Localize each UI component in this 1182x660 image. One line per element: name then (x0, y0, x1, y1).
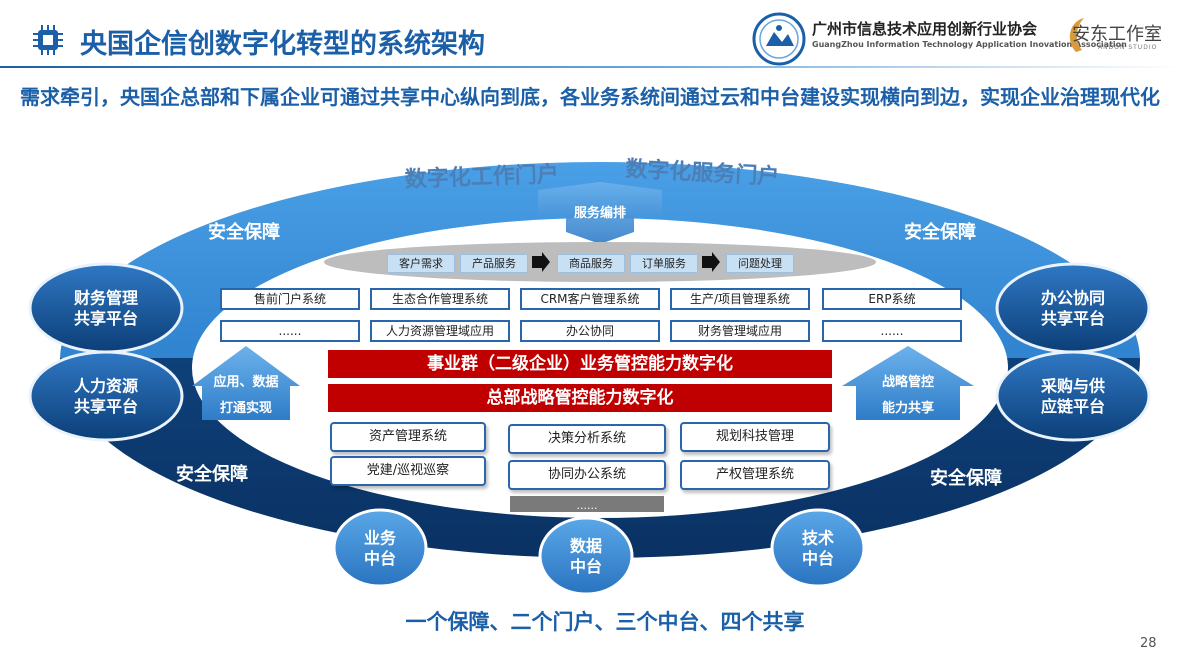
work-portal-label: 数字化工作门户 (404, 161, 559, 192)
security-label-top-left: 安全保障 (208, 221, 280, 243)
hq-collab-office: 协同办公系统 (508, 460, 666, 490)
hq-asset-management: 资产管理系统 (330, 422, 486, 452)
service-orchestration-label: 服务编排 (574, 205, 626, 221)
middle-platform-0: 业务中台 (364, 528, 397, 568)
studio-name-en: ANDON STUDIO (1098, 44, 1158, 51)
hq-more-label: ...... (577, 499, 598, 512)
system-office-collab: 办公协同 (520, 320, 660, 342)
system-production-project: 生产/项目管理系统 (670, 288, 810, 310)
left-arrow-line2: 打通实现 (220, 400, 272, 416)
association-name: 广州市信息技术应用创新行业协会 (812, 20, 1038, 38)
hq-strategy-capability-bar: 总部战略管控能力数字化 (328, 384, 832, 412)
hq-decision-analysis: 决策分析系统 (508, 424, 666, 454)
system-more-left: ...... (220, 320, 360, 342)
hq-party-inspection: 党建/巡视巡察 (330, 456, 486, 486)
association-name-en: GuangZhou Information Technology Applica… (812, 40, 1127, 49)
flow-arrows (532, 252, 720, 272)
system-ecosystem-partnership: 生态合作管理系统 (370, 288, 510, 310)
sharing-platform-right-0: 办公协同共享平台 (1041, 288, 1105, 328)
system-crm: CRM客户管理系统 (520, 288, 660, 310)
service-orchestration-arrow (538, 182, 662, 244)
studio-logo-icon (1069, 18, 1084, 52)
slogan: 一个保障、二个门户、三个中台、四个共享 (405, 610, 805, 634)
sharing-bubbles (28, 262, 1151, 442)
header-divider (0, 66, 1182, 68)
subtitle: 需求牵引，央国企总部和下属企业可通过共享中心纵向到底，各业务系统间通过云和中台建… (20, 85, 1160, 109)
business-group-capability-bar: 事业群（二级企业）业务管控能力数字化 (328, 350, 832, 378)
left-up-arrow (192, 346, 300, 420)
flow-step-product-service: 产品服务 (460, 254, 528, 273)
system-presales-portal: 售前门户系统 (220, 288, 360, 310)
right-up-arrow (842, 346, 974, 420)
chip-icon (33, 25, 63, 55)
middle-platform-2: 技术中台 (802, 528, 834, 568)
flow-step-goods-service: 商品服务 (557, 254, 625, 273)
system-hr-domain: 人力资源管理域应用 (370, 320, 510, 342)
middle-platform-1: 数据中台 (570, 536, 602, 576)
sharing-platform-right-1: 采购与供应链平台 (1040, 376, 1105, 416)
flow-step-customer-demand: 客户需求 (387, 254, 455, 273)
middle-platform-circles (332, 508, 866, 596)
sharing-platform-left-1: 人力资源共享平台 (74, 376, 138, 416)
security-label-top-right: 安全保障 (904, 221, 976, 243)
system-more-right: ...... (822, 320, 962, 342)
hq-property-rights: 产权管理系统 (680, 460, 830, 490)
flow-step-order-service: 订单服务 (630, 254, 698, 273)
sharing-platform-left-0: 财务管理共享平台 (73, 288, 138, 328)
flow-step-issue-handling: 问题处理 (726, 254, 794, 273)
hq-more-bar (510, 496, 664, 512)
security-label-bottom-left: 安全保障 (176, 463, 248, 485)
system-finance-domain: 财务管理域应用 (670, 320, 810, 342)
association-logo-icon (752, 12, 806, 66)
left-arrow-line1: 应用、数据 (213, 374, 278, 390)
studio-name: 安东工作室 (1072, 24, 1162, 45)
page-title: 央国企信创数字化转型的系统架构 (80, 29, 485, 60)
system-erp: ERP系统 (822, 288, 962, 310)
right-arrow-line2: 能力共享 (882, 400, 934, 416)
hq-planning-tech: 规划科技管理 (680, 422, 830, 452)
security-label-bottom-right: 安全保障 (930, 467, 1002, 489)
right-arrow-line1: 战略管控 (882, 374, 934, 390)
page-number: 28 (1140, 636, 1157, 651)
